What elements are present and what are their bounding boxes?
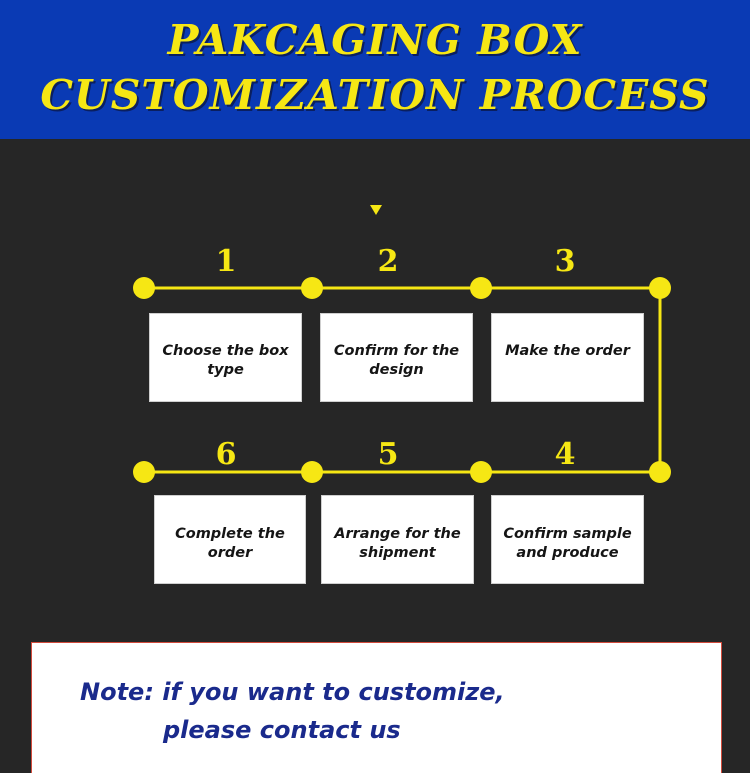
node-dot [649, 461, 671, 483]
note-text-line-1: Note: if you want to customize, [80, 678, 505, 706]
step-label-1: Choose the box type [162, 343, 289, 378]
down-triangle-icon [370, 205, 382, 215]
page-header: PAKCAGING BOX CUSTOMIZATION PROCESS [0, 0, 750, 139]
step-card-1: Choose the box type [149, 313, 302, 402]
step-card-2: Confirm for the design [320, 313, 473, 402]
step-number-3: 3 [554, 244, 576, 279]
page-title-line-1: PAKCAGING BOX [167, 16, 583, 64]
node-dot [301, 461, 323, 483]
step-number-5: 5 [377, 437, 399, 472]
step-label-4: Confirm sample and produce [503, 526, 632, 561]
page-title-line-2: CUSTOMIZATION PROCESS [40, 71, 710, 119]
step-card-3: Make the order [491, 313, 644, 402]
step-number-4: 4 [554, 437, 576, 472]
step-number-6: 6 [215, 437, 237, 472]
node-dot [470, 277, 492, 299]
step-number-2: 2 [377, 244, 399, 279]
note-panel: Note: if you want to customize, please c… [31, 642, 722, 773]
node-dot [470, 461, 492, 483]
step-card-6: Complete the order [154, 495, 306, 584]
step-label-5: Arrange for the shipment [334, 526, 461, 561]
step-label-6: Complete the order [175, 526, 285, 561]
node-dot [301, 277, 323, 299]
step-label-2: Confirm for the design [333, 343, 460, 378]
note-text-line-2: please contact us [163, 716, 401, 744]
step-label-3: Make the order [505, 343, 630, 359]
node-dot [133, 277, 155, 299]
node-dot [133, 461, 155, 483]
step-number-1: 1 [215, 244, 237, 279]
step-card-5: Arrange for the shipment [321, 495, 474, 584]
node-dot [649, 277, 671, 299]
step-card-4: Confirm sample and produce [491, 495, 644, 584]
